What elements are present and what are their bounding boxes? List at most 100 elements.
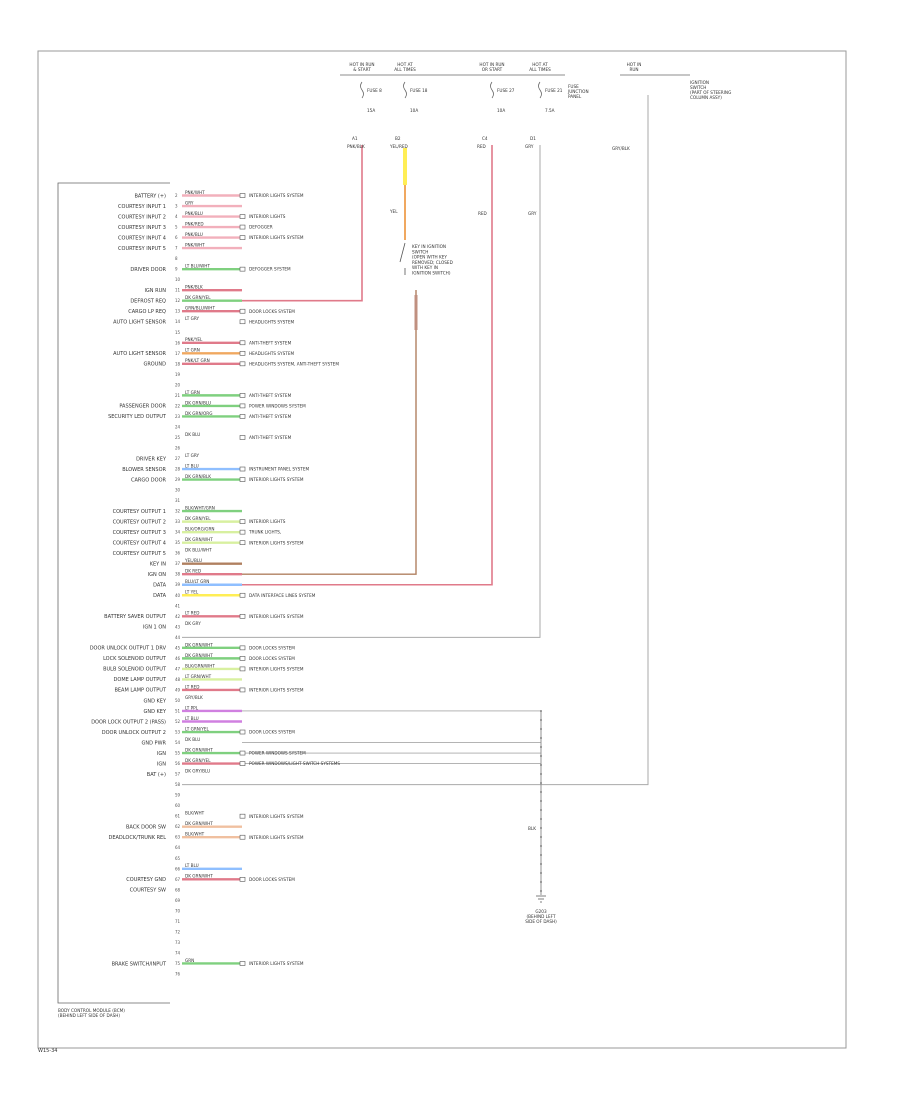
key-in-wire [182,290,417,575]
destination-label: INTERIOR LIGHTS SYSTEM [249,688,304,693]
ground-splice-dot [540,737,542,739]
fuse-icon [360,81,364,99]
destination-label: INSTRUMENT PANEL SYSTEM [249,467,309,472]
bcm-pin-number: 38 [175,572,181,577]
bcm-pin-number: 74 [175,950,181,955]
ground-splice-dot [540,827,542,829]
destination-label: DOOR LOCKS SYSTEM [249,645,295,650]
fuse-box-caption: PANEL [568,94,582,99]
bcm-pin-number: 71 [175,919,181,924]
bcm-wire-color-label: DK GRN/WHT [185,537,213,542]
destination-label: INTERIOR LIGHTS SYSTEM [249,667,304,672]
feed-label: HOT IN [627,62,642,67]
bcm-wire-color-label: BLK/GRN/WHT [185,663,215,668]
destination-label: TRUNK LIGHTS, [248,530,281,535]
fuse-label: FUSE 8 [367,88,382,93]
bcm-pin-label: GND PWR [142,740,167,746]
connector-icon [239,466,246,472]
key-switch-caption: KEY IN IGNITION [412,244,446,249]
bcm-pin-number: 13 [175,309,181,314]
bcm-wire-color-label: LT GRY [185,316,200,321]
bcm-pin-label: IGN ON [148,572,167,578]
switch-wire-label: YEL [389,209,398,214]
bcm-pin-label: CARGO LP REQ [128,309,166,315]
fuse-pin: C4 [482,136,488,141]
bcm-pin-number: 75 [175,961,181,966]
connector-icon [239,834,246,840]
ground-icon [536,895,546,903]
module-caption: (BEHIND LEFT SIDE OF DASH) [58,1013,120,1018]
connector-icon [239,961,246,966]
bcm-pin-number: 25 [175,435,181,440]
bcm-wire-color-label: PNK/WHT [185,243,205,248]
connector-icon [239,729,246,735]
ground-caption: (BEHIND LEFT [526,914,556,919]
bcm-pin-number: 5 [175,225,178,230]
connector-icon [239,403,246,409]
bcm-pin-number: 60 [175,803,181,808]
bcm-pin-label: COURTESY OUTPUT 5 [113,551,166,557]
ground-splice-dot [540,872,542,874]
bcm-outline [57,182,170,1004]
bcm-wire-color-label: DK RED [185,569,201,574]
connector-icon [239,529,246,535]
bcm-pin-number: 7 [175,246,178,251]
feed-wire-color: RED [477,144,486,149]
feed-wire-color: GRY [528,211,537,216]
ignition-switch-caption: (PART OF STEERING [690,90,731,95]
bcm-pin-number: 61 [175,814,181,819]
ignition-switch-caption: IGNITION [690,80,709,85]
bcm-pin-number: 43 [175,624,181,629]
bcm-wire-color-label: LT BLU [185,716,199,721]
bcm-pin-number: 66 [175,866,181,871]
connector-icon [239,687,246,693]
bcm-pin-number: 65 [175,856,181,861]
bcm-pin-number: 54 [175,740,181,745]
bcm-pin-label: IGN [157,761,166,767]
bcm-pin-number: 50 [175,698,181,703]
bcm-pin-number: 42 [175,614,181,619]
fuse-pin: A1 [352,136,358,141]
destination-label: DOOR LOCKS SYSTEM [249,877,295,882]
connector-icon [239,308,246,314]
destination-label: DOOR LOCKS SYSTEM [249,309,295,314]
bcm-pin-label: DATA [153,593,166,599]
bcm-pin-number: 56 [175,761,181,766]
fuse-label: FUSE 18 [410,88,428,93]
bcm-wire-color-label: LT BLU [185,863,199,868]
bcm-wire-color-label: GRN/BLU/WHT [185,306,215,311]
destination-label: HEADLIGHTS SYSTEM [249,351,294,356]
bcm-pin-label: COURTESY OUTPUT 2 [113,519,166,525]
bcm-pin-label: AUTO LIGHT SENSOR [113,320,166,326]
connector-icon [239,393,246,398]
bcm-pin-number: 15 [175,330,181,335]
bcm-pin-label: COURTESY OUTPUT 3 [113,530,166,536]
connector-icon [239,592,246,598]
bcm-pin-label: CARGO DOOR [131,477,167,483]
bcm-pin-number: 45 [175,645,181,650]
ground-splice-dot [540,764,542,766]
destination-label: DEFOGGER [249,225,273,230]
feed-label: HOT AT [397,62,413,67]
bcm-wire-color-label: LT RED [185,611,199,616]
bcm-pin-number: 27 [175,456,181,461]
bcm-pin-label: COURTESY INPUT 2 [118,214,166,220]
feed-label: & START [353,67,371,72]
ignition-run-wire [182,95,649,786]
bcm-pin-number: 68 [175,887,181,892]
key-switch-caption: IGNITION SWITCH) [412,271,451,276]
fuse-box-caption: JUNCTION [567,89,589,94]
bcm-pin-number: 4 [175,214,178,219]
bcm-pin-label: LOCK SOLENOID OUTPUT [103,656,167,662]
destination-label: INTERIOR LIGHTS SYSTEM [249,961,304,966]
ground-splice-dot [540,863,542,865]
feed-wire-color: RED [478,211,487,216]
bcm-pin-number: 51 [175,708,181,713]
connector-icon [239,761,246,766]
bcm-pin-number: 31 [175,498,181,503]
ground-wire-label: BLK [528,826,536,831]
bcm-pin-number: 9 [175,267,178,272]
bcm-pin-number: 58 [175,782,181,787]
destination-label: INTERIOR LIGHTS SYSTEM [249,235,304,240]
connector-icon [239,813,246,819]
